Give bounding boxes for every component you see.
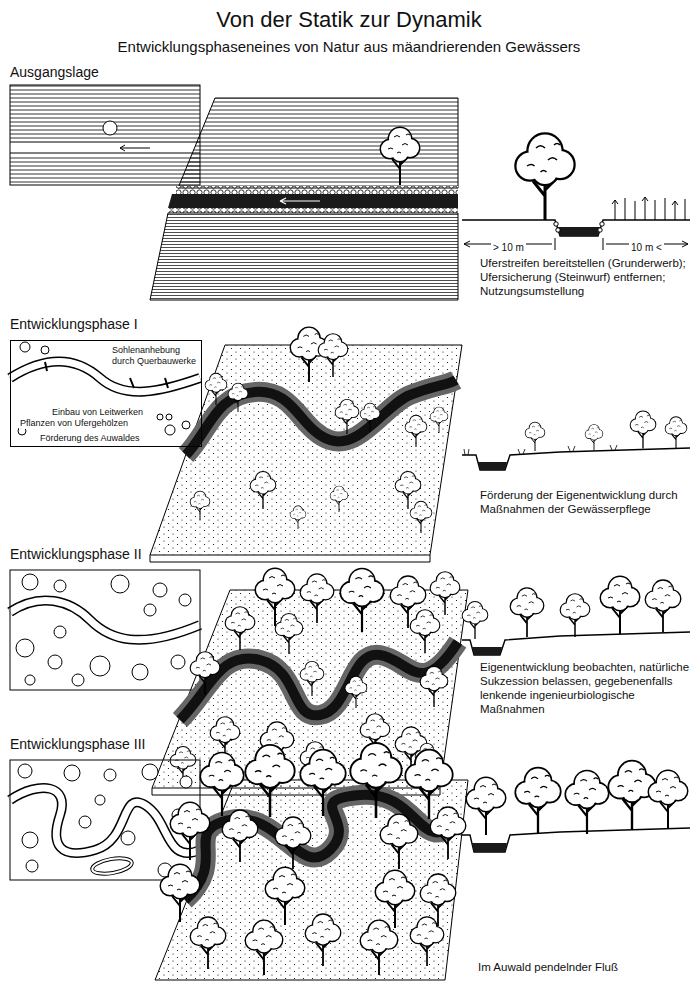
subtitle: Entwicklungsphaseneines von Natur aus mä… [0,38,698,56]
plan-annotation-holder: Sohlenanhebung durch Querbauwerke [111,345,199,368]
phase-heading: Entwicklungsphase III [10,736,145,753]
cross-section-initial [462,135,690,251]
cross-section-phase-1 [462,411,690,470]
plan-annotation: Sohlenanhebung durch Querbauwerke [111,345,199,367]
dimension-label-holder: > 10 m [491,237,526,255]
measure-note: Förderung der Eigenentwicklung durch Maß… [480,488,680,516]
plan-view-initial [10,85,200,185]
phase-heading: Entwicklungsphase II [10,546,142,563]
plan-annotation: Pflanzen von Ufergehölzen [19,418,129,429]
subtitle-holder: Entwicklungsphaseneines von Natur aus mä… [0,38,698,56]
title-holder: Von der Statik zur Dynamik [0,6,698,34]
phase-heading-holder: Ausgangslage [10,64,99,81]
cross-section-phase-3 [462,762,690,852]
measure-note-holder: Uferstreifen bereitstellen (Grunderwerb)… [480,256,692,298]
dimension-label-holder: 10 m < [629,237,664,255]
dimension-label: > 10 m [491,242,526,254]
phase-heading-holder: Entwicklungsphase III [10,736,145,753]
measure-note: Eigenentwicklung beobachten, natürliche … [480,660,690,716]
plan-view-phase-2 [10,570,200,690]
cross-section-phase-2 [462,577,690,655]
measure-note-holder: Förderung der Eigenentwicklung durch Maß… [480,488,680,516]
phase-heading-holder: Entwicklungsphase II [10,546,142,563]
perspective-phase-3 [155,744,468,980]
plan-view-phase-1 [10,342,200,435]
perspective-initial [150,98,458,300]
measure-note: Uferstreifen bereitstellen (Grunderwerb)… [480,256,692,298]
plan-annotation: Einbau von Leitwerken [51,407,144,418]
measure-note-holder: Im Auwald pendelnder Fluß [478,960,688,974]
plan-annotation-holder: Einbau von Leitwerken [51,401,144,419]
plan-annotation: Förderung des Auwaldes [39,433,141,444]
phase-heading: Entwicklungsphase I [10,316,138,333]
dimension-label: 10 m < [629,242,664,254]
phase-heading: Ausgangslage [10,64,99,81]
plan-annotation-holder: Förderung des Auwaldes [39,427,141,445]
plan-view-box: Sohlenanhebung durch QuerbauwerkeEinbau … [10,340,202,447]
phase-heading-holder: Entwicklungsphase I [10,316,138,333]
title: Von der Statik zur Dynamik [0,6,698,34]
measure-note-holder: Eigenentwicklung beobachten, natürliche … [480,660,690,716]
measure-note: Im Auwald pendelnder Fluß [478,960,688,974]
